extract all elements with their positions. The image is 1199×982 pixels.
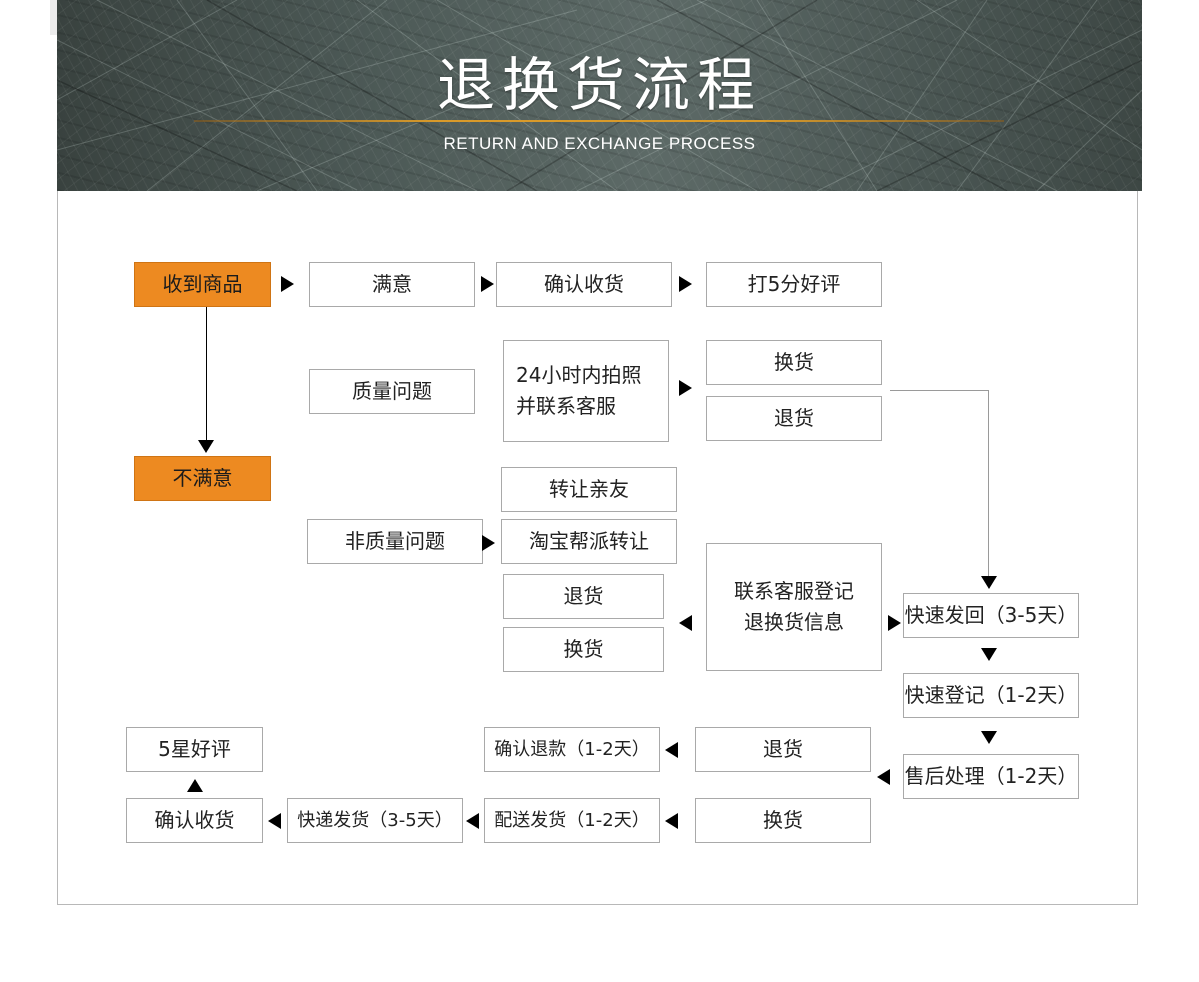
node-register: 联系客服登记 退换货信息	[706, 543, 882, 671]
arrow-right-icon	[481, 276, 494, 292]
connector-vertical	[988, 390, 989, 576]
node-express-ship: 快递发货（3-5天）	[287, 798, 463, 843]
title-divider	[194, 120, 1004, 122]
node-unsatisfied: 不满意	[134, 456, 271, 501]
page-subtitle: RETURN AND EXCHANGE PROCESS	[443, 134, 756, 153]
node-good-review-bottom: 5星好评	[126, 727, 263, 772]
arrow-right-icon	[482, 535, 495, 551]
node-exchange-c: 换货	[695, 798, 871, 843]
node-confirm-refund: 确认退款（1-2天）	[484, 727, 660, 772]
arrow-left-icon	[466, 813, 479, 829]
node-exchange-a: 换货	[706, 340, 882, 385]
arrow-down-icon	[981, 576, 997, 589]
connector-horizontal	[890, 390, 989, 391]
node-express-register: 快速登记（1-2天）	[903, 673, 1079, 718]
node-transfer-friends: 转让亲友	[501, 467, 677, 512]
node-confirm-top: 确认收货	[496, 262, 672, 307]
node-quality-issue: 质量问题	[309, 369, 475, 414]
corner-tab	[50, 0, 57, 35]
scratch-texture	[57, 0, 1142, 191]
arrow-left-icon	[665, 813, 678, 829]
arrow-up-icon	[187, 779, 203, 792]
arrow-down-icon	[198, 440, 214, 453]
arrow-left-icon	[665, 742, 678, 758]
node-received: 收到商品	[134, 262, 271, 307]
page-title: 退换货流程	[436, 51, 762, 119]
node-good-review-top: 打5分好评	[706, 262, 882, 307]
arrow-down-icon	[981, 648, 997, 661]
arrow-left-icon	[877, 769, 890, 785]
header-banner: 退换货流程 RETURN AND EXCHANGE PROCESS	[57, 0, 1142, 191]
flowchart-panel	[57, 191, 1138, 905]
arrow-right-icon	[679, 276, 692, 292]
arrow-right-icon	[679, 380, 692, 396]
photo-contact-line2: 并联系客服	[516, 394, 616, 418]
node-return-b: 退货	[503, 574, 664, 619]
node-return-c: 退货	[695, 727, 871, 772]
node-exchange-b: 换货	[503, 627, 664, 672]
node-taobao-transfer: 淘宝帮派转让	[501, 519, 677, 564]
arrow-right-icon	[281, 276, 294, 292]
connector-received-unsatisfied	[206, 307, 207, 442]
node-after-sales: 售后处理（1-2天）	[903, 754, 1079, 799]
register-line1: 联系客服登记	[734, 579, 854, 603]
node-return-a: 退货	[706, 396, 882, 441]
arrow-left-icon	[679, 615, 692, 631]
node-non-quality-issue: 非质量问题	[307, 519, 483, 564]
arrow-left-icon	[268, 813, 281, 829]
node-photo-contact: 24小时内拍照 并联系客服	[503, 340, 669, 442]
node-confirm-bottom: 确认收货	[126, 798, 263, 843]
node-satisfied: 满意	[309, 262, 475, 307]
arrow-right-icon	[888, 615, 901, 631]
photo-contact-line1: 24小时内拍照	[516, 363, 642, 387]
arrow-down-icon	[981, 731, 997, 744]
node-express-back: 快速发回（3-5天）	[903, 593, 1079, 638]
register-line2: 退换货信息	[744, 610, 844, 634]
node-dispatch-ship: 配送发货（1-2天）	[484, 798, 660, 843]
